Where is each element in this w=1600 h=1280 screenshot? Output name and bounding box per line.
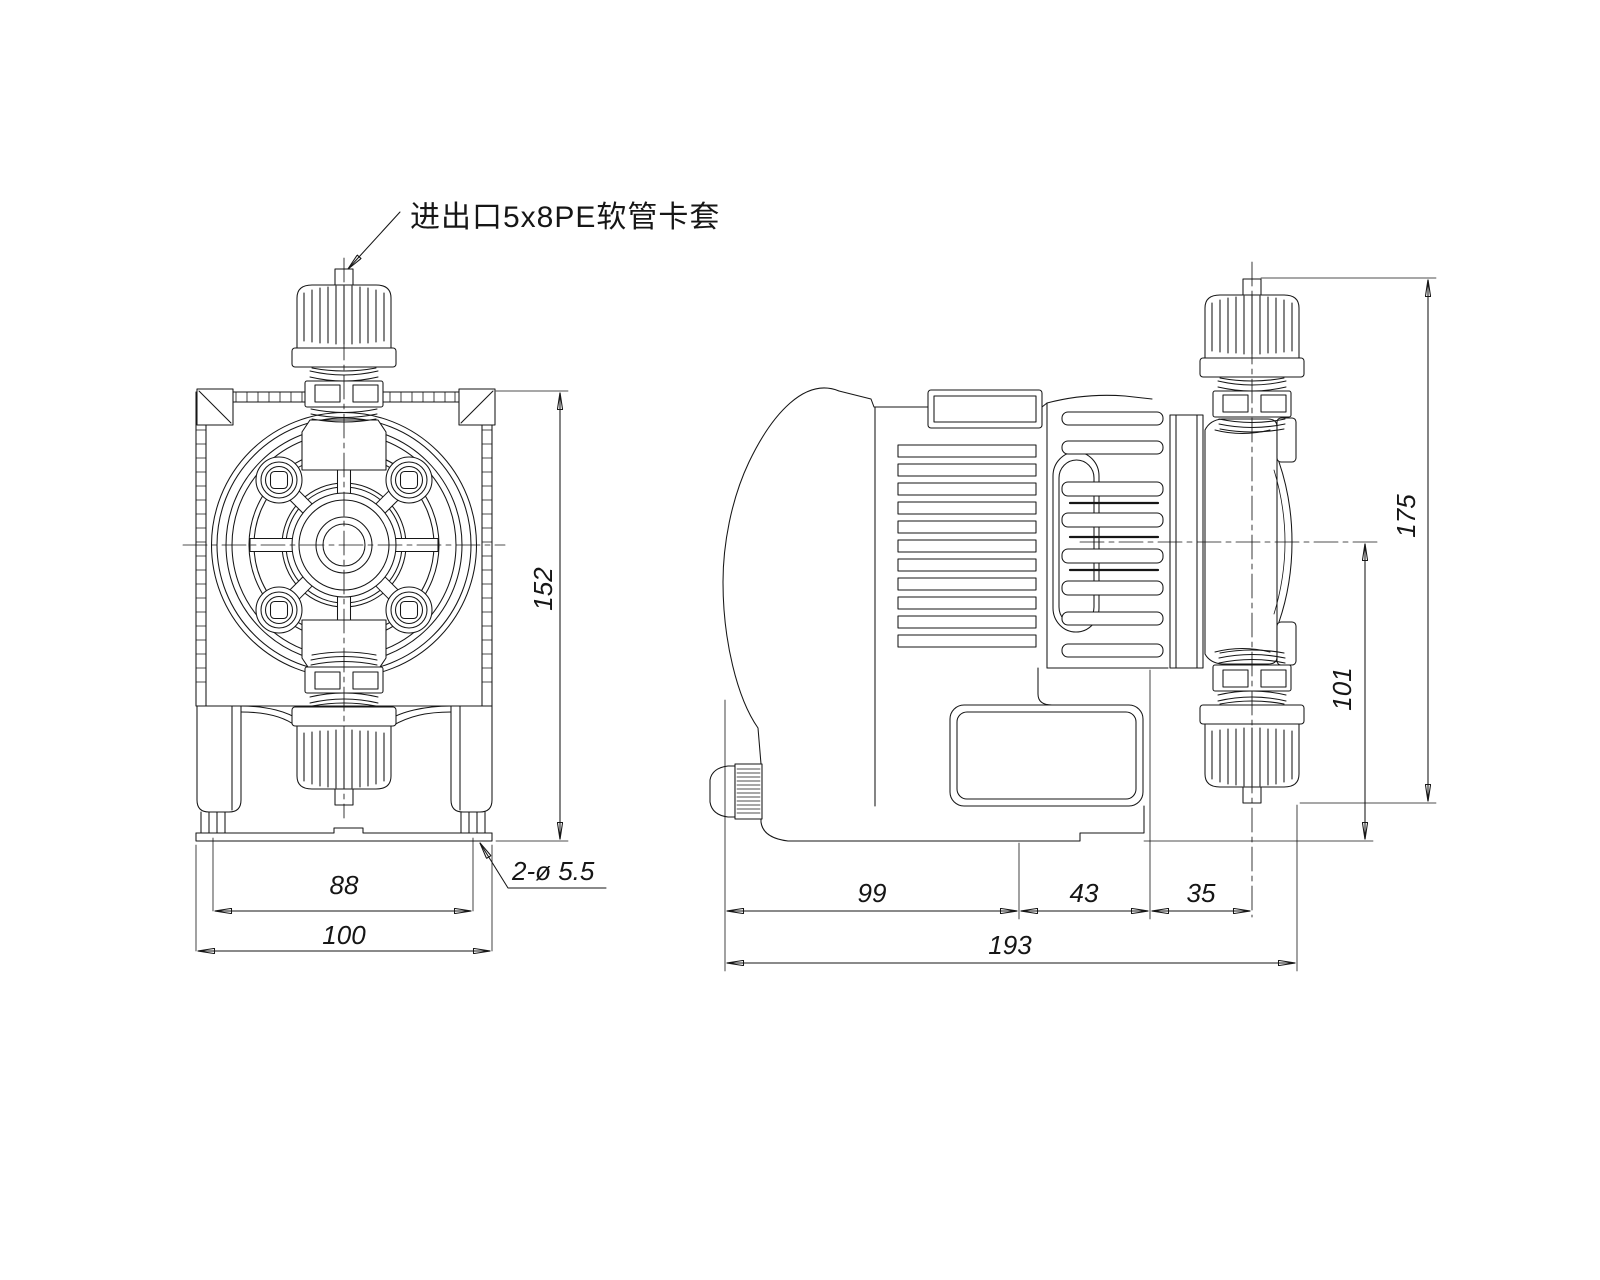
clamp-turret	[1046, 394, 1169, 669]
head-screw	[255, 456, 303, 504]
dim-side-head: 35	[1187, 878, 1216, 908]
side-pump-head	[1169, 414, 1297, 669]
head-screw	[255, 586, 303, 634]
front-view	[195, 268, 496, 842]
dim-side-center-height: 101	[1327, 667, 1357, 710]
hose-fitting-annotation: 进出口5x8PE软管卡套	[410, 201, 720, 234]
label-recess	[949, 667, 1144, 807]
dim-side-total-length: 193	[988, 930, 1032, 960]
hole-callout-leader	[480, 843, 607, 889]
dim-front-holes-callout: 2-ø 5.5	[511, 856, 595, 886]
head-screw	[385, 586, 433, 634]
head-screw	[385, 456, 433, 504]
dim-front-hole-spacing: 88	[330, 870, 359, 900]
front-mounting-base	[195, 705, 493, 842]
center-lines	[182, 257, 1379, 918]
dim-side-total-height: 175	[1391, 494, 1421, 538]
dim-side-back-to-clamp: 99	[858, 878, 887, 908]
clamp-fingers	[1061, 411, 1164, 658]
dimension-annotations: 152 88 100 2-ø 5.5 99 43 35 193 101 175	[195, 211, 1437, 972]
dim-front-height: 152	[528, 567, 558, 611]
cooling-fins	[897, 444, 1037, 648]
dim-side-clamp: 43	[1070, 878, 1099, 908]
adjustment-knob	[709, 763, 763, 820]
dim-front-width: 100	[322, 920, 366, 950]
side-motor-body	[709, 387, 1145, 842]
side-view	[709, 278, 1305, 842]
annotation-leader	[348, 211, 401, 269]
